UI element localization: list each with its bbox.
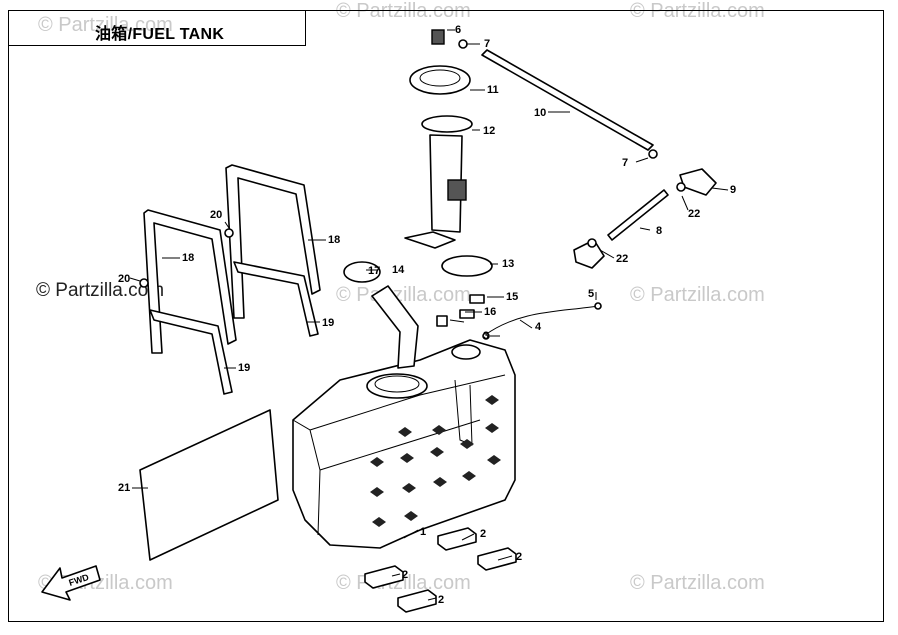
- vent-hose: [436, 294, 602, 340]
- callout-7: 7: [622, 157, 628, 169]
- callout-11: 11: [487, 84, 499, 96]
- callout-17: 17: [368, 265, 380, 277]
- title-box: [8, 10, 306, 46]
- callout-10: 10: [534, 107, 546, 119]
- callout-2: 2: [402, 569, 408, 581]
- callout-2: 2: [516, 551, 522, 563]
- callout-6: 6: [455, 24, 461, 36]
- callout-20: 20: [210, 209, 222, 221]
- callout-19: 19: [322, 317, 334, 329]
- callout-13: 13: [502, 258, 514, 270]
- rubber-cushion: [364, 527, 517, 613]
- callout-2: 2: [480, 528, 486, 540]
- callout-21: 21: [118, 482, 130, 494]
- callout-7: 7: [484, 38, 490, 50]
- watermark: © Partzilla.com: [336, 284, 471, 306]
- watermark: © Partzilla.com: [630, 572, 765, 594]
- callout-20: 20: [118, 273, 130, 285]
- callout-15: 15: [506, 291, 518, 303]
- watermark: © Partzilla.com: [336, 0, 471, 22]
- leader-lines: [129, 29, 729, 601]
- diagram-frame: [8, 10, 884, 622]
- tank-strap: [139, 164, 321, 395]
- callout-22: 22: [688, 208, 700, 220]
- callout-16: 16: [484, 306, 496, 318]
- callout-19: 19: [238, 362, 250, 374]
- callout-9: 9: [730, 184, 736, 196]
- watermark: © Partzilla.com: [38, 14, 173, 36]
- callout-3: 3: [483, 330, 489, 342]
- watermark: © Partzilla.com: [630, 0, 765, 22]
- callout-12: 12: [483, 125, 495, 137]
- forward-arrow: FWD: [41, 565, 101, 601]
- fuel-tank: [292, 339, 516, 549]
- page-title: 油箱/FUEL TANK: [95, 26, 225, 43]
- callout-22: 22: [616, 253, 628, 265]
- callout-2: 2: [438, 594, 444, 606]
- insulation-sheet: [139, 409, 279, 561]
- callout-4: 4: [535, 321, 542, 333]
- watermark-dark: © Partzilla.com: [36, 280, 165, 301]
- filler-neck: [343, 261, 419, 369]
- watermark: © Partzilla.com: [630, 284, 765, 306]
- callout-5: 5: [588, 288, 594, 300]
- fuel-pump: [404, 115, 493, 277]
- callout-18: 18: [328, 234, 340, 246]
- callout-8: 8: [656, 225, 662, 237]
- callout-14: 14: [392, 264, 405, 276]
- fuel-pipe: [458, 39, 717, 269]
- lock-ring: [409, 29, 471, 95]
- callout-18: 18: [182, 252, 194, 264]
- callout-1: 1: [420, 526, 426, 538]
